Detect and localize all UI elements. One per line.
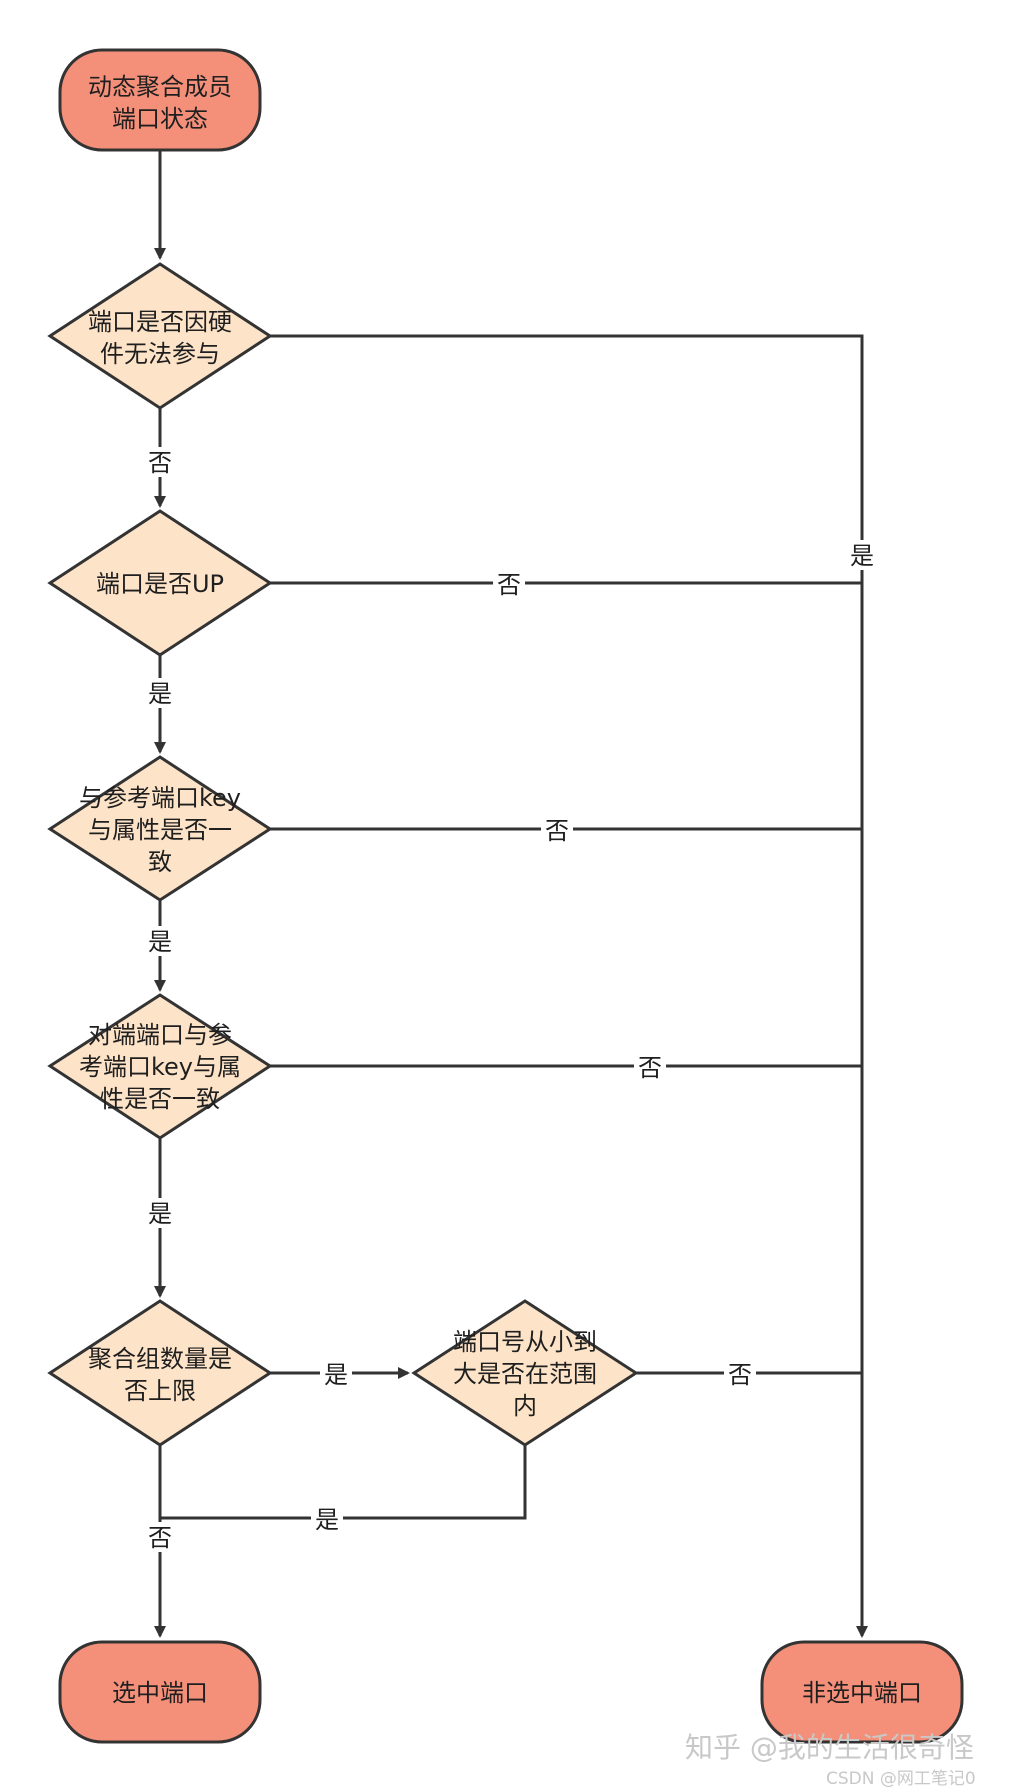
decision-limit-shape — [47, 1299, 273, 1447]
limit-line-2: 否上限 — [124, 1377, 196, 1405]
node-decision-up: 端口是否UP — [47, 509, 273, 657]
label-range-yes: 是 — [311, 1504, 343, 1534]
peer-line-1: 对端端口与参 — [88, 1021, 232, 1049]
label-key-no: 否 — [541, 815, 573, 845]
range-line-2: 大是否在范围 — [453, 1360, 597, 1388]
label-limit-yes-text: 是 — [324, 1361, 348, 1389]
node-unselected: 非选中端口 — [760, 1640, 964, 1744]
label-key-no-text: 否 — [545, 817, 569, 845]
label-range-yes-text: 是 — [315, 1506, 339, 1534]
label-up-yes-text: 是 — [148, 680, 172, 708]
label-hw-no-text: 否 — [148, 449, 172, 477]
edge-range-to-selected — [160, 1445, 527, 1520]
key-line-2: 与属性是否一 — [88, 816, 232, 844]
unselected-terminal-shape — [760, 1640, 964, 1744]
nodes: 动态聚合成员 端口状态 端口是否因硬 件无法参与 端口是否UP 与参考端口key… — [47, 48, 964, 1744]
label-limit-no-text: 否 — [148, 1524, 172, 1552]
edge-labels: 否 是 否 是 否 是 否 是 — [144, 447, 878, 1552]
decision-hardware-shape — [47, 262, 273, 410]
start-line-1: 动态聚合成员 — [88, 73, 232, 101]
peer-line-3: 性是否一致 — [100, 1085, 220, 1113]
label-hw-yes-text: 是 — [850, 542, 874, 570]
node-decision-key: 与参考端口key 与属性是否一 致 — [47, 755, 273, 902]
hardware-line-1: 端口是否因硬 — [88, 308, 232, 336]
start-line-2: 端口状态 — [112, 105, 208, 133]
peer-line-2: 考端口key与属 — [79, 1053, 241, 1081]
label-up-yes: 是 — [144, 678, 176, 708]
label-up-no-text: 否 — [497, 571, 521, 599]
label-hw-no: 否 — [144, 447, 176, 477]
node-decision-hardware: 端口是否因硬 件无法参与 — [47, 262, 273, 410]
decision-key-shape — [47, 755, 273, 902]
label-peer-yes-text: 是 — [148, 1200, 172, 1228]
start-terminal-shape — [58, 48, 262, 152]
label-range-no-text: 否 — [728, 1361, 752, 1389]
node-start: 动态聚合成员 端口状态 — [58, 48, 262, 152]
label-up-no: 否 — [493, 569, 525, 599]
range-line-1: 端口号从小到 — [453, 1328, 597, 1356]
label-key-yes: 是 — [144, 926, 176, 956]
watermark-sub: CSDN @网工笔记0 — [826, 1769, 976, 1789]
selected-line-1: 选中端口 — [112, 1679, 208, 1707]
node-decision-range: 端口号从小到 大是否在范围 内 — [411, 1299, 639, 1447]
up-line-1: 端口是否UP — [96, 570, 224, 598]
label-peer-no: 否 — [634, 1052, 666, 1082]
node-decision-limit: 聚合组数量是 否上限 — [47, 1299, 273, 1447]
decision-range-shape — [411, 1299, 639, 1447]
edge-hw-to-unselected — [270, 334, 868, 1638]
label-hw-yes: 是 — [846, 540, 878, 570]
label-peer-no-text: 否 — [638, 1054, 662, 1082]
key-line-1: 与参考端口key — [79, 784, 241, 812]
watermark: 知乎 @我的生活很奇怪 CSDN @网工笔记0 — [685, 1731, 976, 1789]
selected-terminal-shape — [58, 1640, 262, 1744]
key-line-3: 致 — [148, 848, 172, 876]
watermark-main: 知乎 @我的生活很奇怪 — [685, 1731, 974, 1764]
node-decision-peer: 对端端口与参 考端口key与属 性是否一致 — [47, 993, 273, 1140]
label-limit-yes: 是 — [320, 1359, 352, 1389]
label-range-no: 否 — [724, 1359, 756, 1389]
unselected-line-1: 非选中端口 — [802, 1679, 922, 1707]
label-key-yes-text: 是 — [148, 928, 172, 956]
node-selected: 选中端口 — [58, 1640, 262, 1744]
range-line-3: 内 — [513, 1392, 537, 1420]
limit-line-1: 聚合组数量是 — [88, 1345, 232, 1373]
label-limit-no: 否 — [144, 1522, 176, 1552]
label-peer-yes: 是 — [144, 1198, 176, 1228]
decision-up-shape — [47, 509, 273, 657]
hardware-line-2: 件无法参与 — [100, 340, 220, 368]
decision-peer-shape — [47, 993, 273, 1140]
